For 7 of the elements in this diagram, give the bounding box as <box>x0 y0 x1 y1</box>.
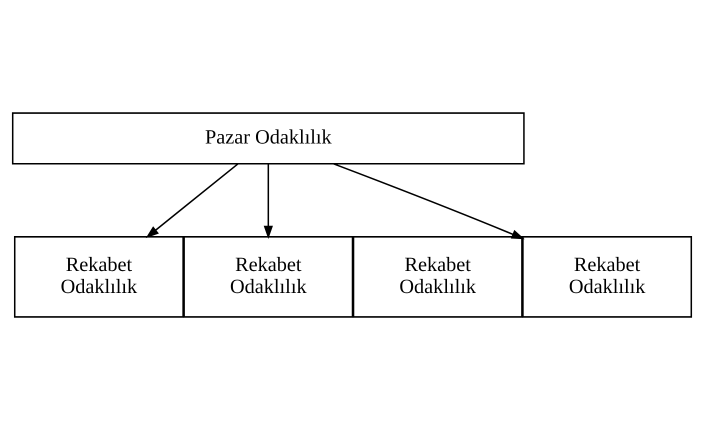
arrow <box>264 164 273 239</box>
node-box: Rekabet Odaklılık <box>183 236 354 318</box>
node-box: Rekabet Odaklılık <box>522 236 692 318</box>
node-box: Rekabet Odaklılık <box>352 236 523 318</box>
node-box: Pazar Odaklılık <box>12 112 525 165</box>
arrow <box>146 163 238 238</box>
node-box: Rekabet Odaklılık <box>14 236 184 318</box>
